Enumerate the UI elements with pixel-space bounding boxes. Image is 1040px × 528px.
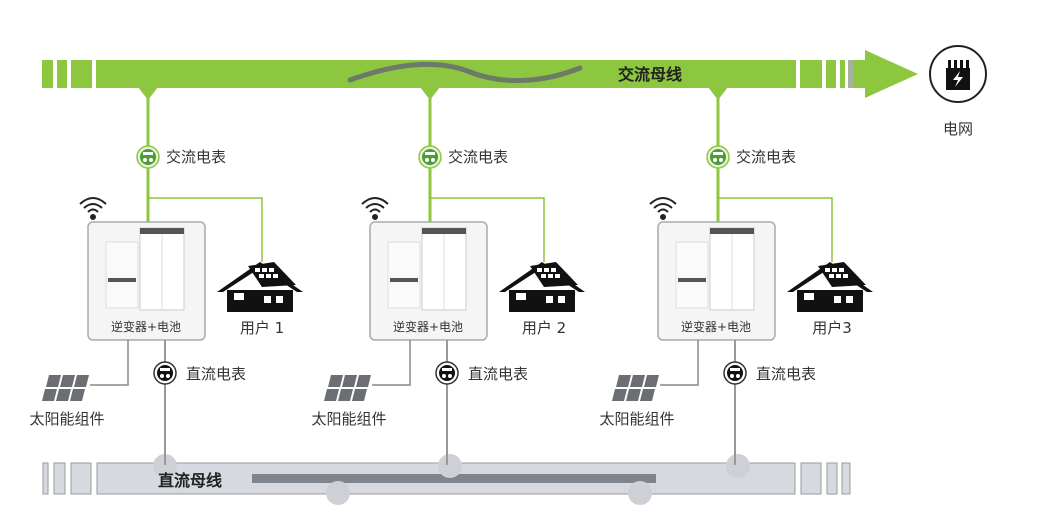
ac-bus: 交流母线 — [42, 50, 918, 98]
ac-bus-label: 交流母线 — [618, 65, 682, 84]
dc-meter-label: 直流电表 — [468, 365, 528, 383]
dc-meter-icon — [153, 361, 177, 385]
solar-panel-icon — [42, 375, 89, 401]
grid-label: 电网 — [943, 120, 973, 138]
grid: 电网 — [929, 45, 987, 138]
ac-meter-label: 交流电表 — [166, 148, 226, 166]
inverter-label: 逆变器+电池 — [681, 319, 751, 334]
house-icon — [217, 262, 303, 312]
ac-meter-icon — [706, 145, 730, 169]
inverter-battery: 逆变器+电池 — [369, 221, 488, 341]
user-unit-3: 交流电表 逆变器+电池 用户3 — [599, 87, 873, 465]
solar-panel-icon — [612, 375, 659, 401]
inverter-battery: 逆变器+电池 — [87, 221, 206, 341]
dc-meter-label: 直流电表 — [186, 365, 246, 383]
wifi-icon — [79, 197, 107, 220]
ac-wave — [347, 61, 583, 84]
solar-panel-icon — [324, 375, 371, 401]
ac-tap — [138, 87, 158, 100]
ac-meter-label: 交流电表 — [448, 148, 508, 166]
inverter-label: 逆变器+电池 — [111, 319, 181, 334]
ac-meter-label: 交流电表 — [736, 148, 796, 166]
solar-label: 太阳能组件 — [29, 410, 104, 428]
dc-bus: 直流母线 — [42, 454, 851, 505]
ac-bus-arrow — [865, 50, 918, 98]
dc-meter-icon — [723, 361, 747, 385]
solar-label: 太阳能组件 — [599, 410, 674, 428]
solar-label: 太阳能组件 — [311, 410, 386, 428]
user-label: 用户3 — [812, 319, 852, 337]
ac-meter-icon — [418, 145, 442, 169]
ac-tap — [420, 87, 440, 100]
user-label: 用户 1 — [240, 319, 284, 337]
ac-meter-icon — [136, 145, 160, 169]
dc-meter-label: 直流电表 — [756, 365, 816, 383]
inverter-label: 逆变器+电池 — [393, 319, 463, 334]
wifi-icon — [361, 197, 389, 220]
house-icon — [787, 262, 873, 312]
user-label: 用户 2 — [522, 319, 566, 337]
inverter-battery: 逆变器+电池 — [657, 221, 776, 341]
user-unit-1: 交流电表 逆变器+电池 用户 1 — [29, 87, 303, 465]
wifi-icon — [649, 197, 677, 220]
house-icon — [499, 262, 585, 312]
user-unit-2: 交流电表 逆变器+电池 用户 2 — [311, 87, 585, 465]
ac-tap — [708, 87, 728, 100]
dc-meter-icon — [435, 361, 459, 385]
dc-bus-label: 直流母线 — [158, 471, 222, 490]
transformer-lightning-icon — [946, 60, 970, 90]
